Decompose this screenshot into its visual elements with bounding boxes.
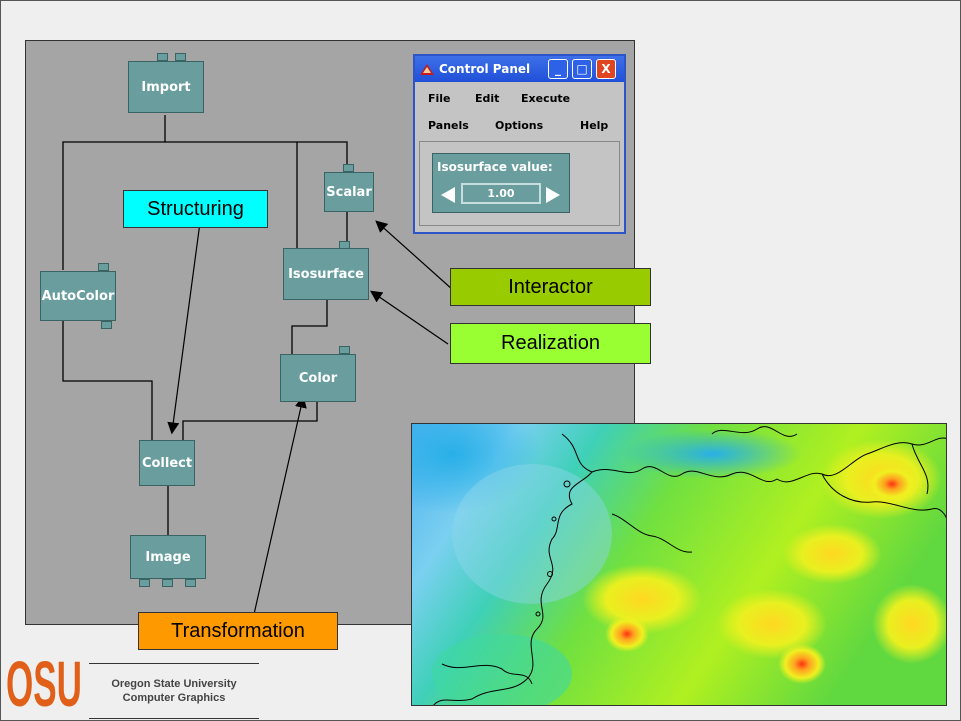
autocolor-module[interactable]: AutoColor	[40, 271, 116, 321]
import-input-tab[interactable]	[175, 53, 186, 61]
rendered-heatmap	[412, 424, 946, 705]
close-button[interactable]: X	[596, 59, 616, 79]
import-module[interactable]: Import	[128, 61, 204, 113]
maximize-icon: □	[576, 62, 588, 76]
autocolor-input-tab[interactable]	[98, 263, 109, 271]
rendered-image	[411, 423, 947, 706]
menu-edit[interactable]: Edit	[475, 92, 500, 105]
image-output-tab[interactable]	[185, 579, 196, 587]
control-panel-title: Control Panel	[439, 62, 531, 76]
scalar-input-tab[interactable]	[343, 164, 354, 172]
svg-text:OSU: OSU	[6, 648, 82, 712]
close-icon: X	[601, 62, 611, 76]
minimize-icon: _	[555, 62, 561, 76]
transformation-label: Transformation	[138, 612, 338, 650]
menu-options[interactable]: Options	[495, 119, 544, 132]
import-input-tab[interactable]	[157, 53, 168, 61]
menu-file[interactable]: File	[428, 92, 451, 105]
menu-panels[interactable]: Panels	[428, 119, 469, 132]
maximize-button[interactable]: □	[572, 59, 592, 79]
collect-module[interactable]: Collect	[139, 440, 195, 486]
minimize-button[interactable]: _	[548, 59, 568, 79]
osu-caption: Oregon State University Computer Graphic…	[89, 663, 259, 719]
control-panel-window[interactable]: Control Panel _ □ X File Edit Execute Pa…	[413, 54, 626, 234]
isosurface-module[interactable]: Isosurface	[283, 248, 369, 300]
isosurface-value-label: Isosurface value:	[437, 160, 553, 174]
autocolor-output-tab[interactable]	[101, 321, 112, 329]
menu-help[interactable]: Help	[580, 119, 609, 132]
app-logo-icon	[420, 64, 434, 75]
image-output-tab[interactable]	[162, 579, 173, 587]
control-panel-titlebar[interactable]: Control Panel	[415, 56, 624, 82]
decrement-arrow-icon[interactable]	[439, 186, 457, 204]
interactor-label: Interactor	[450, 268, 651, 306]
realization-label: Realization	[450, 323, 651, 364]
structuring-label: Structuring	[123, 190, 268, 228]
isosurface-value-field[interactable]: 1.00	[461, 183, 541, 204]
panel-area	[419, 141, 620, 226]
color-input-tab[interactable]	[339, 346, 350, 354]
menu-execute[interactable]: Execute	[521, 92, 571, 105]
department-name: Computer Graphics	[122, 692, 226, 704]
osu-logo: OSU	[6, 648, 82, 712]
image-module[interactable]: Image	[130, 535, 206, 579]
isosurface-interactor[interactable]: Isosurface value: 1.00	[432, 153, 570, 213]
increment-arrow-icon[interactable]	[544, 186, 562, 204]
university-name: Oregon State University	[111, 678, 237, 690]
color-module[interactable]: Color	[280, 354, 356, 402]
scalar-module[interactable]: Scalar	[324, 172, 374, 212]
image-output-tab[interactable]	[139, 579, 150, 587]
